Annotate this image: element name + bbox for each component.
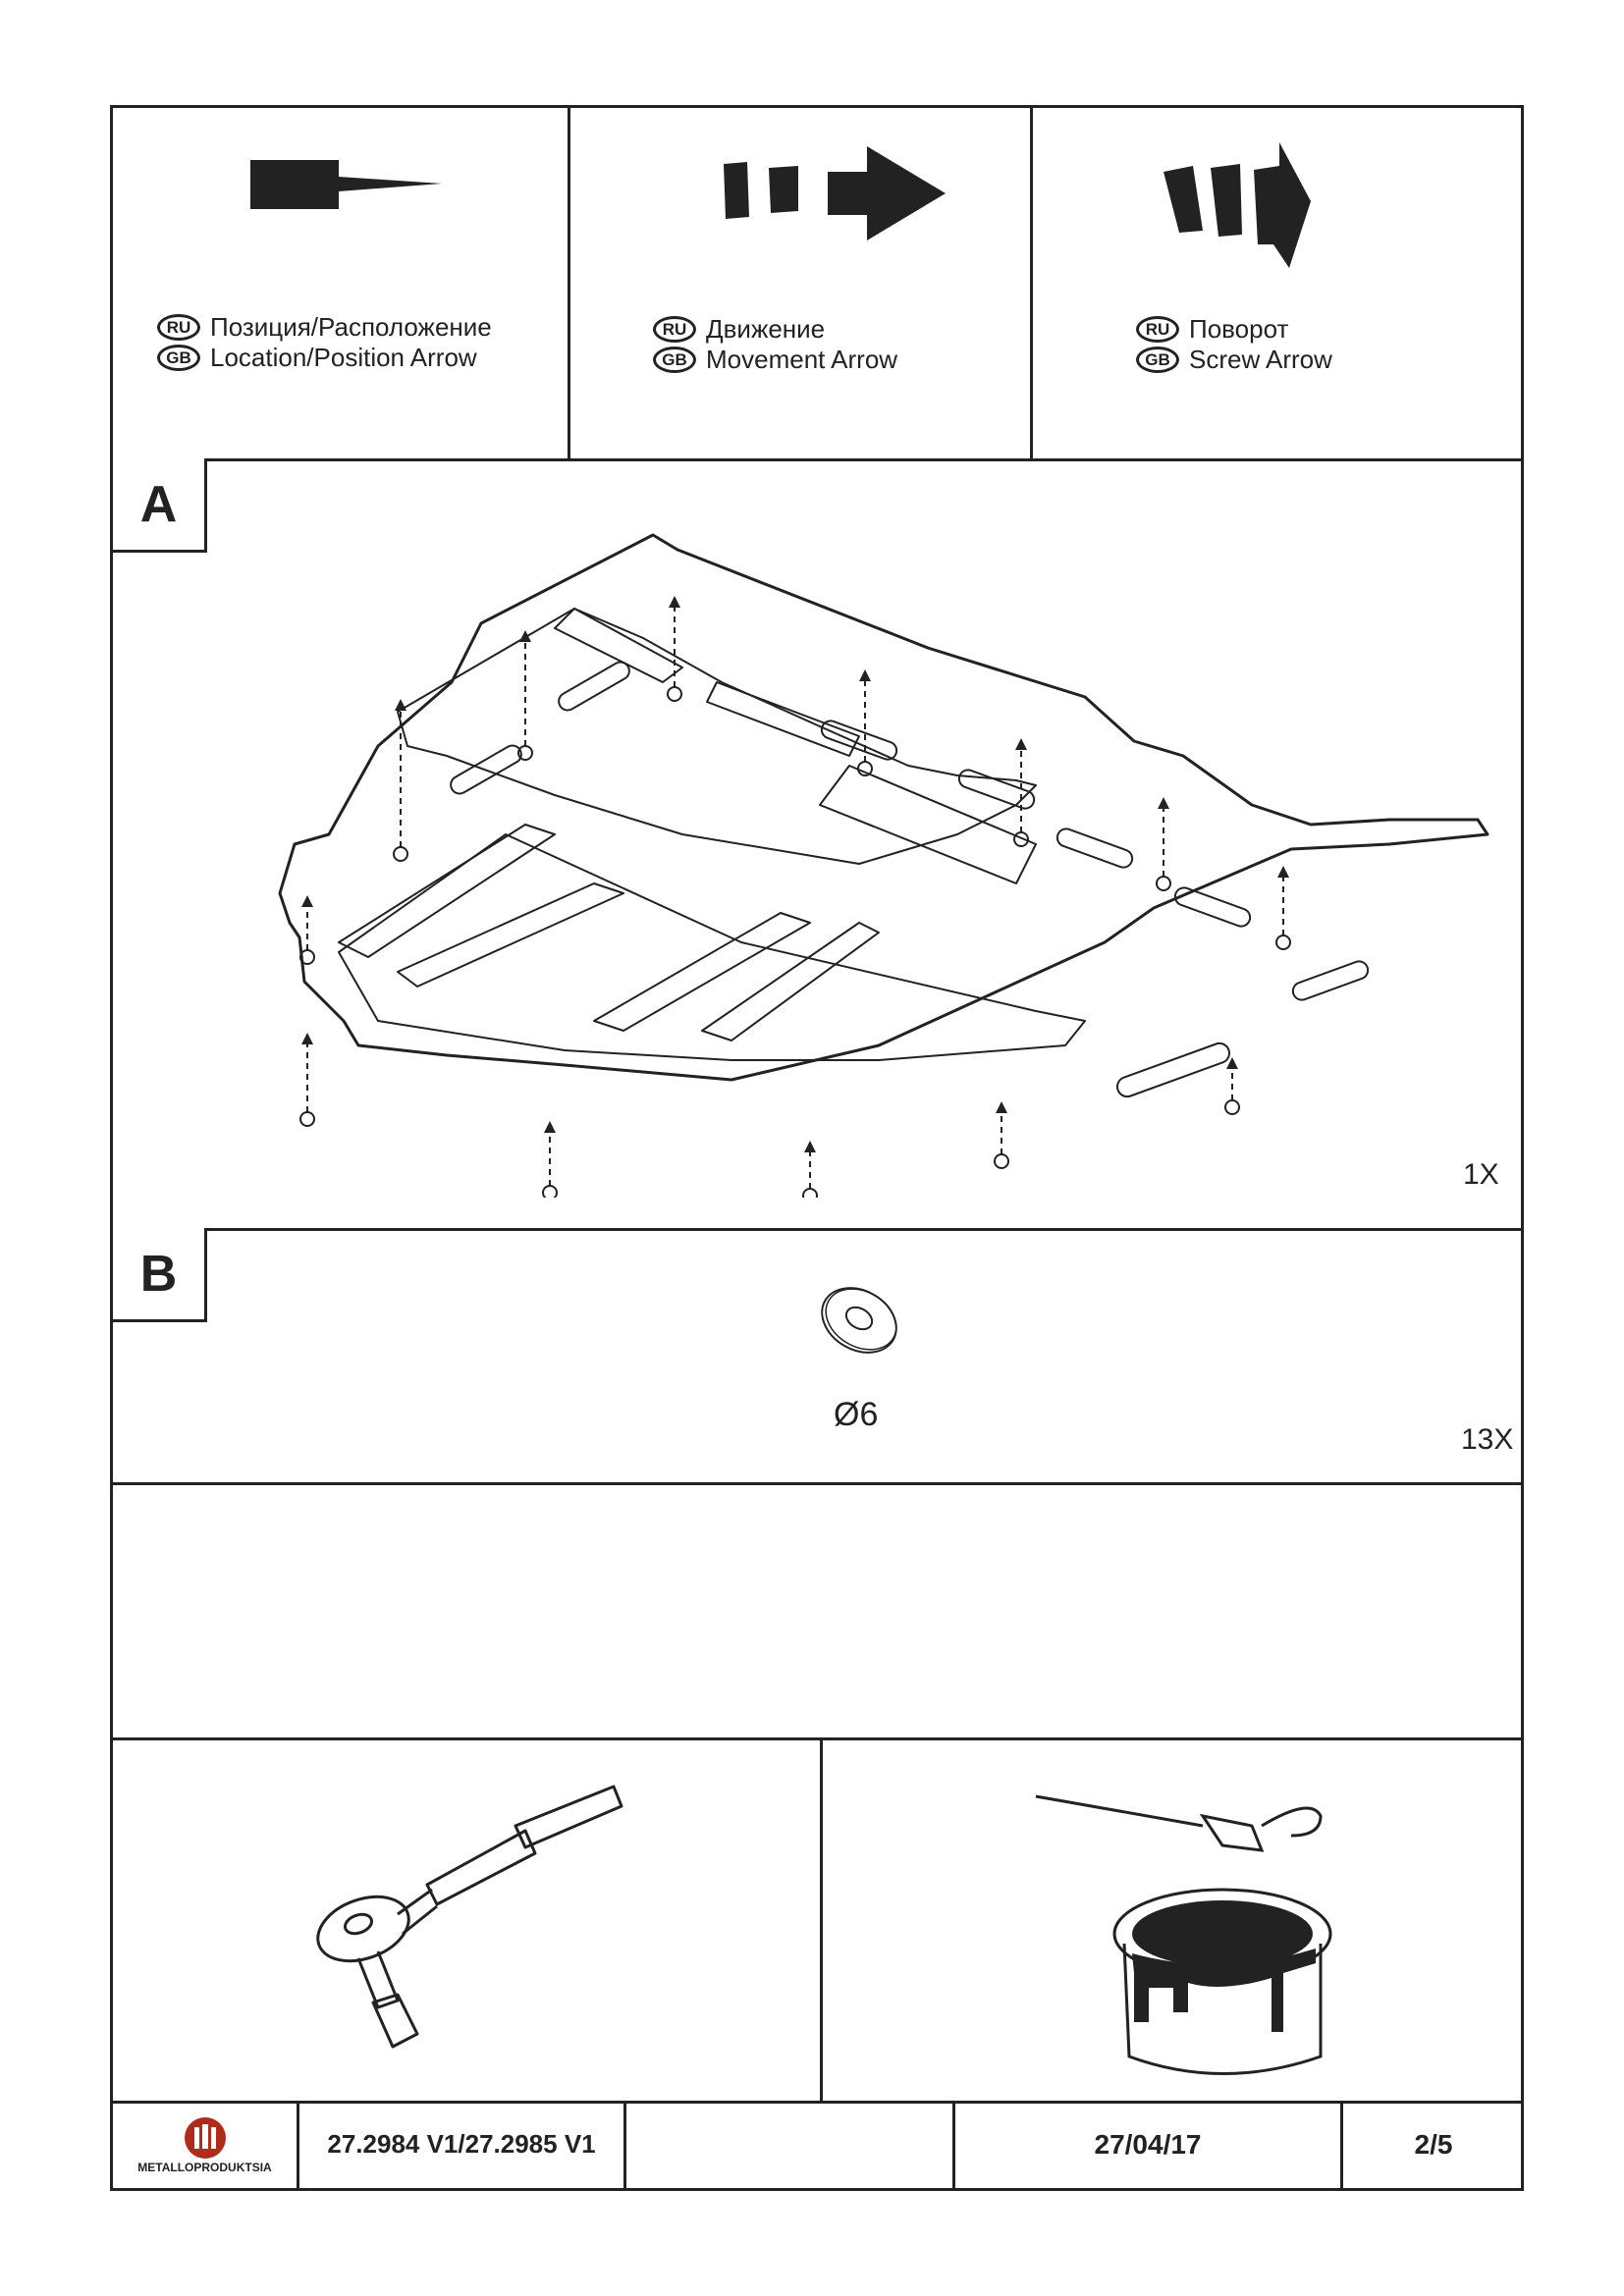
ru-badge: RU bbox=[1136, 316, 1179, 343]
divider bbox=[113, 458, 1521, 461]
logo-text: METALLOPRODUKTSIA bbox=[137, 2160, 272, 2174]
part-number: 27.2984 V1/27.2985 V1 bbox=[327, 2129, 596, 2159]
section-a-quantity: 1X bbox=[1463, 1158, 1499, 1191]
divider bbox=[113, 1228, 1521, 1231]
paint-can-and-brush-drawing bbox=[1035, 1794, 1332, 2075]
divider bbox=[1030, 108, 1033, 458]
ratchet-wrench-drawing bbox=[316, 1785, 623, 2049]
ru-badge: RU bbox=[653, 316, 696, 343]
footer-date: 27/04/17 bbox=[1094, 2128, 1202, 2160]
legend-text-gb: Screw Arrow bbox=[1189, 345, 1332, 374]
page-number: 2/5 bbox=[1414, 2128, 1453, 2160]
section-b-label: B bbox=[113, 1228, 207, 1322]
footer: METALLOPRODUKTSIA 27.2984 V1/27.2985 V1 … bbox=[113, 2101, 1521, 2188]
divider bbox=[113, 1737, 1521, 1740]
washer-size-label: Ø6 bbox=[834, 1396, 879, 1433]
company-logo-icon bbox=[184, 2116, 226, 2159]
movement-arrow-icon bbox=[724, 146, 946, 240]
legend-text-gb: Movement Arrow bbox=[706, 345, 898, 374]
legend-text-gb: Location/Position Arrow bbox=[210, 343, 477, 372]
gb-badge: GB bbox=[1136, 347, 1179, 373]
footer-logo: METALLOPRODUKTSIA bbox=[113, 2101, 297, 2188]
legend-text-ru: Позиция/Расположение bbox=[210, 312, 492, 342]
instruction-sheet-frame: RU Позиция/Расположение GB Location/Positi… bbox=[110, 105, 1524, 2191]
location-arrow-icon bbox=[250, 160, 442, 209]
divider bbox=[568, 108, 570, 458]
divider bbox=[113, 1482, 1521, 1485]
washer-drawing bbox=[821, 1287, 897, 1354]
section-a-label: A bbox=[113, 458, 207, 553]
divider bbox=[113, 2101, 1521, 2104]
divider bbox=[820, 1737, 823, 2101]
skid-plate-drawing bbox=[278, 533, 1489, 1198]
legend-text-ru: Движение bbox=[706, 314, 826, 344]
footer-blank-cell bbox=[626, 2101, 952, 2188]
screw-arrow-icon bbox=[1164, 142, 1311, 268]
ru-badge: RU bbox=[157, 314, 200, 341]
gb-badge: GB bbox=[157, 345, 200, 371]
legend-text-ru: Поворот bbox=[1189, 314, 1289, 344]
section-b-quantity: 13X bbox=[1461, 1423, 1514, 1456]
gb-badge: GB bbox=[653, 347, 696, 373]
